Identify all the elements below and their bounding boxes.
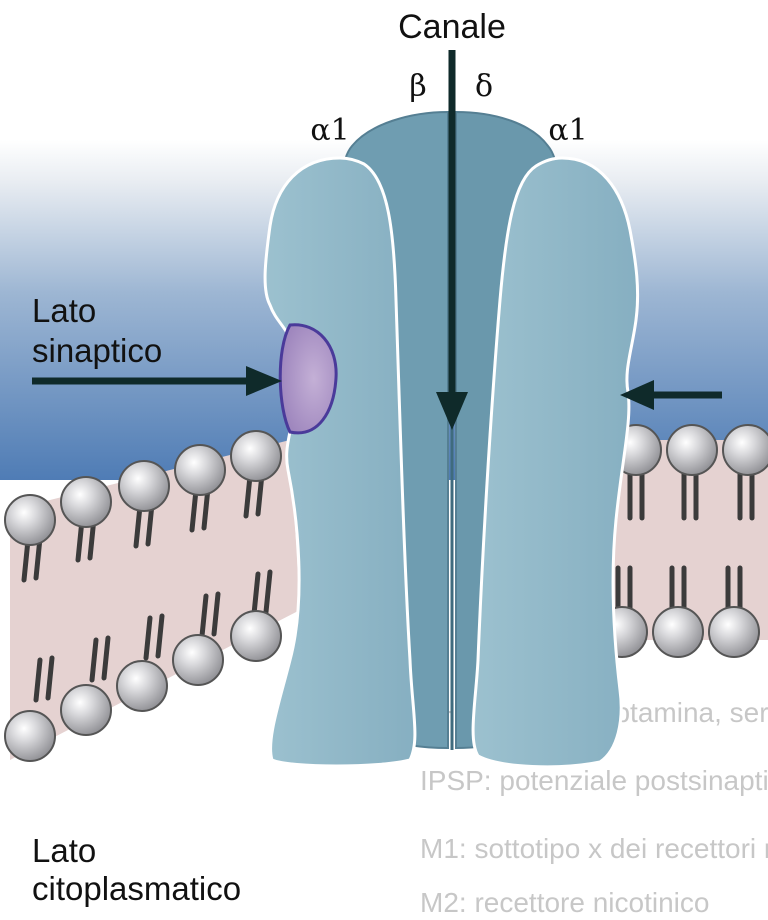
page-top-white: [0, 0, 768, 140]
membrane-left: [5, 431, 300, 761]
background-text-line: IPSP: potenziale postsinaptico inibitori…: [420, 765, 768, 796]
label-canale: Canale: [398, 8, 506, 46]
background-text-line: M2: recettore nicotinico: [420, 887, 709, 918]
label-alpha-left: α1: [310, 113, 349, 148]
label-lato-sinaptico-2: sinaptico: [32, 332, 162, 369]
label-lato-citoplasmatico-2: citoplasmatico: [32, 870, 241, 907]
background-text-line: M1: sottotipo x dei recettori muscarinic…: [420, 833, 768, 864]
lipid-heads-top-right: [611, 425, 768, 475]
label-delta: δ: [475, 69, 493, 104]
label-beta: β: [409, 69, 426, 104]
label-alpha-right: α1: [548, 113, 587, 148]
label-lato-sinaptico-1: Lato: [32, 292, 96, 329]
subunit-alpha-left: [265, 158, 415, 766]
lipid-heads-bottom-right: [597, 607, 759, 657]
label-lato-citoplasmatico-1: Lato: [32, 832, 96, 869]
